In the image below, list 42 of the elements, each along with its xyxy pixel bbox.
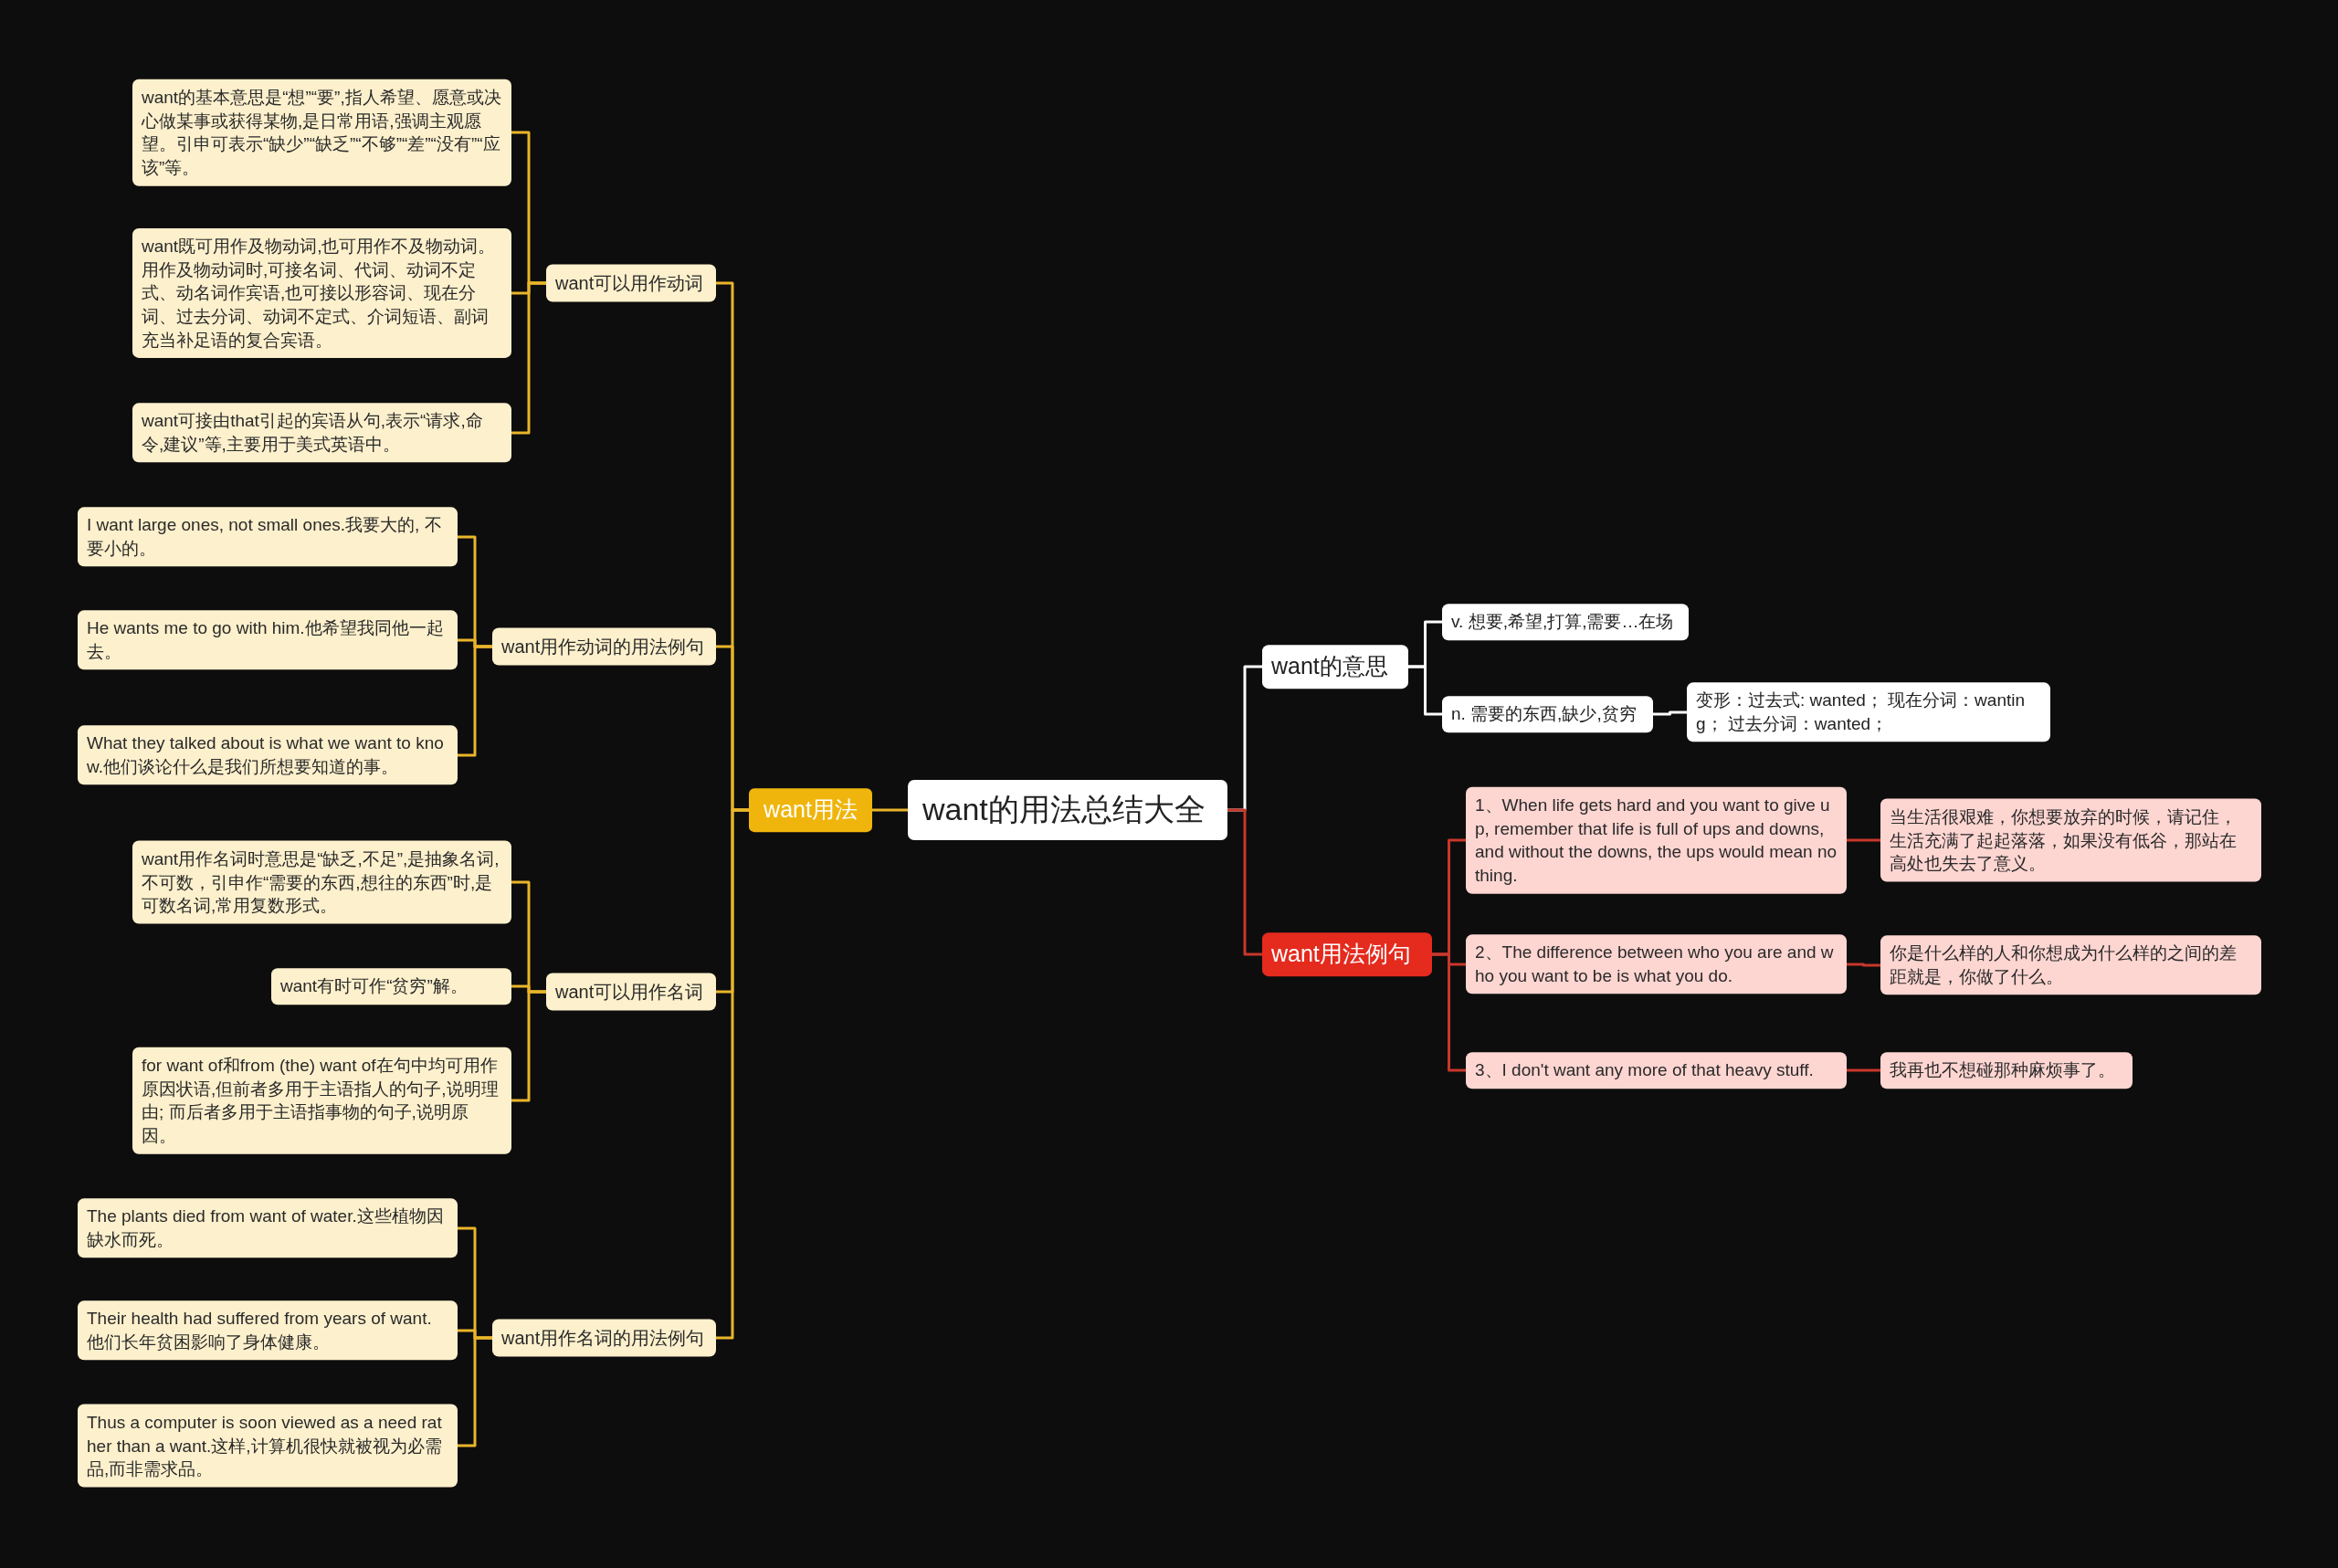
topic-box: want用作动词的用法例句 <box>492 627 716 666</box>
topic-box: want可以用作名词 <box>546 973 716 1011</box>
central-topic-box: want的用法总结大全 <box>908 780 1227 840</box>
connector-line <box>458 645 492 757</box>
topic-box: want用作名词的用法例句 <box>492 1319 716 1357</box>
connector-line <box>511 281 546 435</box>
topic-box: What they talked about is what we want to know.他们谈论什么是我们所想要知道的事。 <box>78 725 458 785</box>
connector-line <box>1408 665 1442 716</box>
topic-box: He wants me to go with him.他希望我同他一起去。 <box>78 610 458 670</box>
topic-box: Their health had suffered from years of want.他们长年贫困影响了身体健康。 <box>78 1300 458 1361</box>
topic-box: want有时可作“贫穷”解。 <box>271 968 511 1005</box>
topic-box: n. 需要的东西,缺少,贫穷 <box>1442 696 1653 732</box>
topic-box: 2、The difference between who you are and who you want to be is what you do. <box>1466 934 1847 994</box>
connector-line <box>1847 838 1880 842</box>
topic-box: 变形：过去式: wanted； 现在分词：wanting； 过去分词：wanted； <box>1687 682 2050 742</box>
topic-box: want的基本意思是“想”“要”,指人希望、愿意或决心做某事或获得某物,是日常用语,强调主观愿望。引申可表示“缺少”“缺乏”“不够”“差”“没有”“应该”等。 <box>132 79 511 186</box>
connector-line <box>1847 1068 1880 1072</box>
branch-topic-box: want用法例句 <box>1262 932 1432 976</box>
connector-line <box>1227 808 1262 956</box>
topic-box: 当生活很艰难，你想要放弃的时候，请记住，生活充满了起起落落，如果没有低谷，那站在高处也失去了意义。 <box>1880 798 2261 882</box>
connector-line <box>1847 963 1880 967</box>
topic-box: v. 想要,希望,打算,需要…在场 <box>1442 604 1689 640</box>
topic-box: want用作名词时意思是“缺乏,不足”,是抽象名词,不可数，引申作“需要的东西,想往的东西”时,是可数名词,常用复数形式。 <box>132 840 511 924</box>
connector-line <box>1432 952 1466 1072</box>
topic-box: want可接由that引起的宾语从句,表示“请求,命令,建议”等,主要用于美式英语中。 <box>132 403 511 463</box>
topic-box: want既可用作及物动词,也可用作不及物动词。用作及物动词时,可接名词、代词、动词不定式、动名词作宾语,也可接以形容词、现在分词、过去分词、动词不定式、介词短语、副词充当补足语的复合宾语。 <box>132 227 511 359</box>
topic-box: 你是什么样的人和你想成为什么样的之间的差距就是，你做了什么。 <box>1880 935 2261 995</box>
connector-line <box>511 990 546 1102</box>
topic-box: 3、I don't want any more of that heavy stuff. <box>1466 1052 1847 1089</box>
connector-line <box>1653 710 1687 716</box>
topic-box: 我再也不想碰那种麻烦事了。 <box>1880 1052 2133 1089</box>
connector-line <box>458 1336 492 1447</box>
connector-line <box>716 808 749 1340</box>
topic-box: want的意思 <box>1262 645 1408 689</box>
connector-line <box>872 808 908 812</box>
topic-box: for want of和from (the) want of在句中均可用作原因状语,但前者多用于主语指人的句子,说明理由; 而后者多用于主语指事物的句子,说明原因。 <box>132 1047 511 1154</box>
topic-box: 1、When life gets hard and you want to give up, remember that life is full of ups and downs, and without the downs, the ups would mean nothing. <box>1466 786 1847 894</box>
topic-box: want可以用作动词 <box>546 264 716 302</box>
topic-box: I want large ones, not small ones.我要大的, 不要小的。 <box>78 507 458 567</box>
topic-box: Thus a computer is soon viewed as a need rather than a want.这样,计算机很快就被视为必需品,而非需求品。 <box>78 1404 458 1488</box>
branch-topic-box: want用法 <box>749 788 872 832</box>
topic-box: The plants died from want of water.这些植物因缺水而死。 <box>78 1198 458 1258</box>
